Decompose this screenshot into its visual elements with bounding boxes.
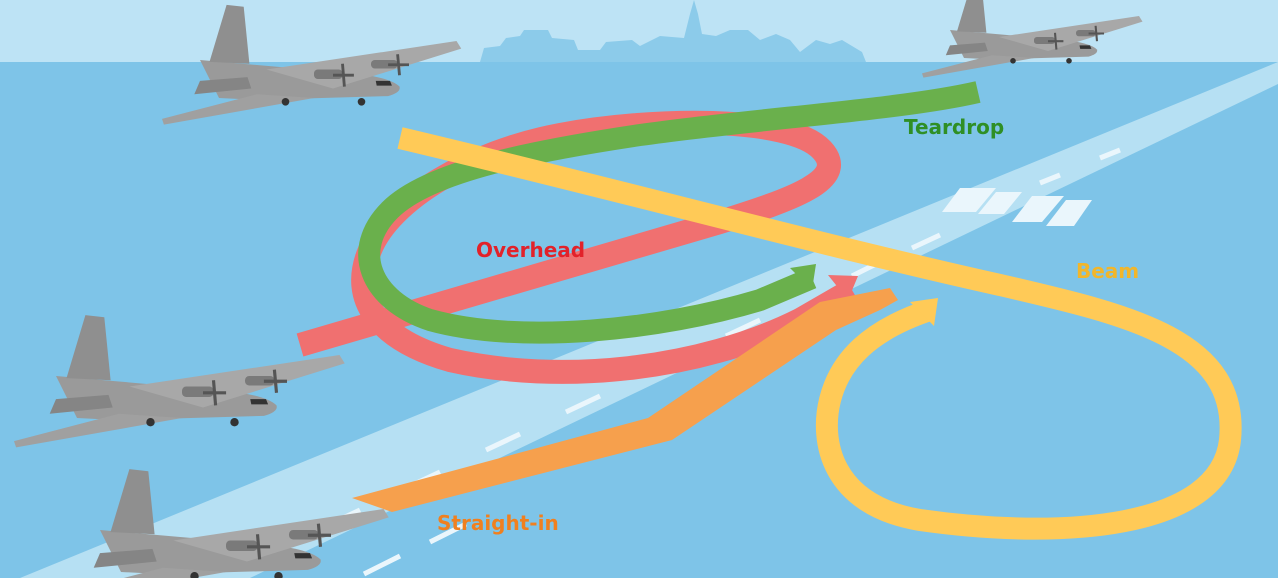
straight-in-path: [352, 288, 898, 512]
beam-label: Beam: [1076, 259, 1139, 283]
overhead-arrowhead: [828, 275, 858, 300]
teardrop-path: [358, 81, 981, 344]
runway-threshold-markings: [942, 188, 1092, 226]
teardrop-arrowhead: [790, 264, 816, 290]
beam-arrowhead: [910, 298, 938, 326]
town-skyline: [480, 0, 866, 62]
straight-in-label: Straight-in: [437, 511, 559, 535]
beam-path: [397, 127, 1242, 540]
teardrop-label: Teardrop: [904, 115, 1004, 139]
overhead-label: Overhead: [476, 238, 585, 262]
